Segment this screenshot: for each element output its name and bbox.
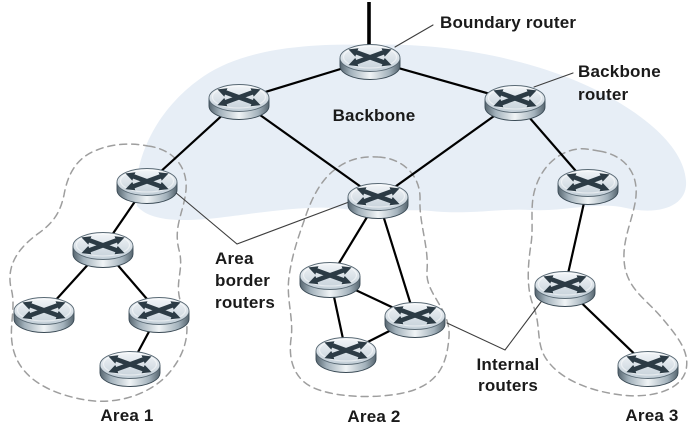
- boundary-router-label: Boundary router: [440, 13, 576, 32]
- internal-routers-leader: [446, 301, 542, 351]
- leader-lines-layer: [174, 24, 574, 351]
- link-abr-2-a2-r2: [376, 197, 417, 320]
- area-border-routers-leader: [174, 191, 350, 245]
- boundary-router-leader: [394, 24, 434, 48]
- labels-layer: Boundary router Backbone Backbone router…: [100, 13, 678, 426]
- backbone-router-leader: [533, 72, 574, 88]
- internal-router-icon: [129, 298, 189, 333]
- internal-router-icon: [73, 233, 133, 268]
- backbone-router-icon: [485, 86, 545, 121]
- area-border-routers-label-line3: routers: [215, 293, 275, 312]
- internal-router-icon: [385, 303, 445, 338]
- area3-label: Area 3: [625, 406, 678, 425]
- backbone-label: Backbone: [333, 106, 416, 125]
- link-bb-left-abr-2: [237, 98, 380, 201]
- area2-label: Area 2: [347, 407, 400, 426]
- area-border-router-icon: [348, 184, 408, 219]
- area1-label: Area 1: [100, 406, 153, 425]
- internal-router-icon: [316, 338, 376, 373]
- boundary-router-icon: [340, 45, 400, 80]
- area1-boundary: [9, 143, 188, 402]
- area-border-router-icon: [117, 169, 177, 204]
- area3-boundary: [527, 148, 688, 397]
- area-border-routers-label-line2: border: [215, 271, 270, 290]
- backbone-router-label-line1: Backbone: [578, 62, 661, 81]
- internal-router-icon: [300, 263, 360, 298]
- area2-boundary: [287, 156, 450, 398]
- backbone-router-icon: [209, 85, 269, 120]
- internal-router-icon: [618, 352, 678, 387]
- internal-routers-label-line2: routers: [478, 376, 538, 395]
- internal-router-icon: [100, 352, 160, 387]
- area-border-router-icon: [558, 170, 618, 205]
- area-border-routers-label-line1: Area: [215, 249, 254, 268]
- backbone-router-label-line2: router: [578, 85, 629, 104]
- internal-router-icon: [14, 298, 74, 333]
- internal-router-icon: [535, 272, 595, 307]
- internal-routers-label-line1: Internal: [476, 355, 539, 374]
- link-bb-right-abr-2: [376, 99, 517, 201]
